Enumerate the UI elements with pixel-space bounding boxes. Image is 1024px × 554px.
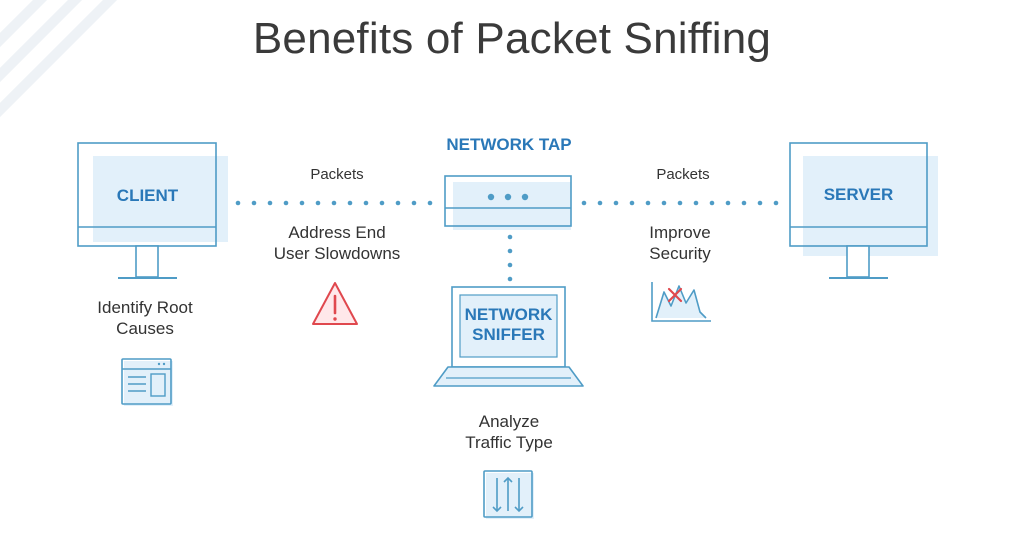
network-sniffer-laptop-icon bbox=[433, 286, 584, 387]
right-link-dot bbox=[613, 200, 619, 206]
right-link-dot bbox=[629, 200, 635, 206]
benefit-line: Causes bbox=[116, 319, 174, 338]
right-link-dot bbox=[725, 200, 731, 206]
benefit-line: User Slowdowns bbox=[273, 244, 401, 263]
improve-security-text: Improve Security bbox=[600, 222, 760, 264]
left-link-dot bbox=[427, 200, 433, 206]
left-link-dot bbox=[363, 200, 369, 206]
right-link-dot bbox=[581, 200, 587, 206]
left-packets-label: Packets bbox=[310, 166, 364, 183]
network-tap-device-icon bbox=[444, 175, 572, 230]
left-link-dot bbox=[411, 200, 417, 206]
identify-root-causes-text: Identify Root Causes bbox=[60, 297, 230, 339]
right-link-dot bbox=[757, 200, 763, 206]
benefit-line: Address End bbox=[288, 223, 386, 242]
traffic-arrows-icon bbox=[483, 470, 534, 519]
network-sniffer-label-line-1: NETWORK bbox=[464, 305, 553, 324]
benefit-line: Traffic Type bbox=[465, 433, 553, 452]
left-link-dot bbox=[251, 200, 257, 206]
network-tap-label: NETWORK TAP bbox=[446, 135, 572, 154]
right-link-dot bbox=[645, 200, 651, 206]
right-link-dot bbox=[597, 200, 603, 206]
right-link-dot bbox=[709, 200, 715, 206]
tap-to-sniffer-dot bbox=[507, 262, 513, 268]
left-link-dot bbox=[395, 200, 401, 206]
left-link-dot bbox=[235, 200, 241, 206]
left-link-dot bbox=[347, 200, 353, 206]
benefit-line: Identify Root bbox=[97, 298, 193, 317]
tap-to-sniffer-dot bbox=[507, 248, 513, 254]
tap-to-sniffer-dot bbox=[507, 234, 513, 240]
browser-window-icon bbox=[121, 358, 173, 406]
page-title: Benefits of Packet Sniffing bbox=[252, 14, 772, 63]
analyze-traffic-text: Analyze Traffic Type bbox=[424, 411, 594, 453]
left-link-dot bbox=[283, 200, 289, 206]
benefit-line: Security bbox=[649, 244, 711, 263]
client-label: CLIENT bbox=[116, 186, 179, 205]
right-link-dot bbox=[741, 200, 747, 206]
left-link-dot bbox=[315, 200, 321, 206]
dotted-links bbox=[235, 200, 779, 282]
left-link-dot bbox=[331, 200, 337, 206]
tap-to-sniffer-dot bbox=[507, 276, 513, 282]
left-link-dot bbox=[267, 200, 273, 206]
network-sniffer-label: NETWORK SNIFFER bbox=[456, 305, 561, 345]
server-label: SERVER bbox=[823, 185, 894, 204]
client-monitor-icon bbox=[77, 142, 228, 279]
left-link-dot bbox=[299, 200, 305, 206]
right-link-dot bbox=[661, 200, 667, 206]
right-packets-label: Packets bbox=[656, 166, 710, 183]
network-sniffer-label-line-2: SNIFFER bbox=[472, 325, 545, 344]
warning-icon bbox=[312, 282, 358, 325]
right-link-dot bbox=[693, 200, 699, 206]
benefit-line: Improve bbox=[649, 223, 711, 242]
right-link-dot bbox=[773, 200, 779, 206]
benefit-line: Analyze bbox=[478, 412, 540, 431]
right-link-dot bbox=[677, 200, 683, 206]
address-slowdowns-text: Address End User Slowdowns bbox=[252, 222, 422, 264]
server-monitor-icon bbox=[789, 142, 938, 279]
security-chart-icon bbox=[651, 282, 711, 322]
decorative-stripes bbox=[0, 0, 118, 118]
left-link-dot bbox=[379, 200, 385, 206]
